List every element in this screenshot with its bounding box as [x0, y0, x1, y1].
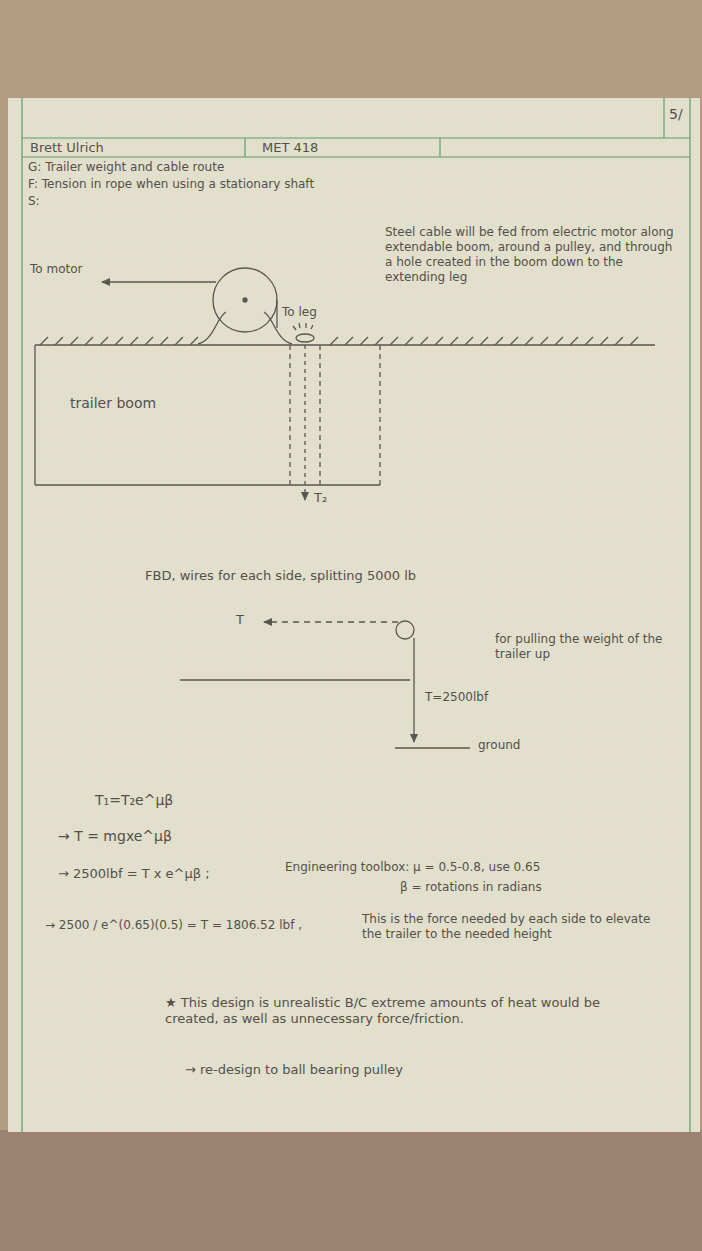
leg-label: To leg	[282, 305, 317, 320]
redesign-note: → re-design to ball bearing pulley	[185, 1062, 403, 1078]
fbd-heading: FBD, wires for each side, splitting 5000…	[145, 568, 416, 584]
reference-note: β = rotations in radians	[400, 880, 542, 895]
equation: → 2500lbf = T x e^μβ ;	[58, 866, 210, 882]
author-name: Brett Ulrich	[30, 140, 104, 156]
motor-label: To motor	[30, 262, 82, 277]
force-note: for pulling the weight of the trailer up	[495, 632, 680, 662]
ground-label: ground	[478, 738, 520, 753]
boom-label: trailer boom	[70, 395, 156, 413]
equation: → T = mgxe^μβ	[58, 828, 172, 846]
equation: T₁=T₂e^μβ	[95, 792, 173, 810]
equation: → 2500 / e^(0.65)(0.5) = T = 1806.52 lbf…	[45, 918, 302, 933]
tension-label: T₂	[314, 490, 327, 506]
design-note: Steel cable will be fed from electric mo…	[385, 225, 675, 285]
tension-value: T=2500lbf	[425, 690, 488, 705]
find-note: F: Tension in rope when using a stationa…	[28, 177, 314, 192]
result-note: This is the force needed by each side to…	[362, 912, 662, 942]
design-critique: ★ This design is unrealistic B/C extreme…	[165, 995, 615, 1028]
given-note: G: Trailer weight and cable route	[28, 160, 224, 175]
page-number: 5/	[669, 106, 683, 124]
course-code: MET 418	[262, 140, 318, 156]
reference-note: Engineering toolbox: μ = 0.5-0.8, use 0.…	[285, 860, 540, 875]
tension-label: T	[236, 612, 244, 628]
solution-note: S:	[28, 194, 40, 209]
